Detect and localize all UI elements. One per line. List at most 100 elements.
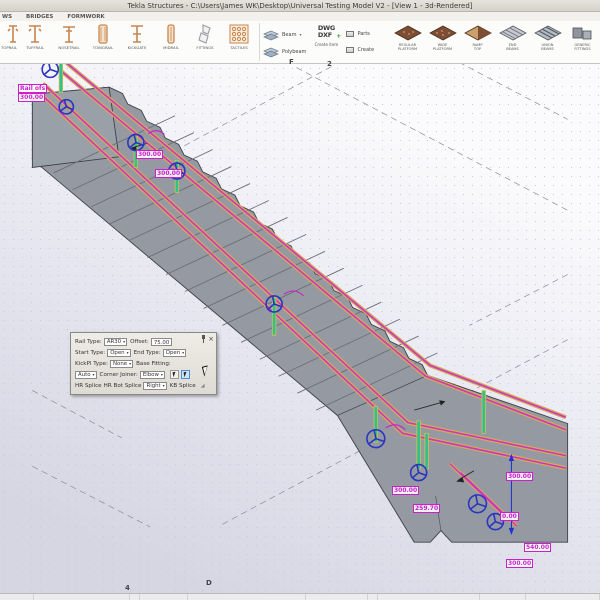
start-type-select[interactable]: Open▾ <box>107 348 131 357</box>
corner-joiner-select[interactable]: Elbow▾ <box>139 370 165 379</box>
polybeam-icon <box>263 47 279 57</box>
dim-label[interactable]: 300.00 <box>506 559 534 568</box>
fittings-icon <box>198 24 211 44</box>
end-beams-icon <box>498 25 527 41</box>
dim-label[interactable]: 300.00 <box>392 486 420 495</box>
create-item-button[interactable]: DWG DXF + Create item <box>306 21 346 47</box>
manipulator-gizmos[interactable] <box>41 64 505 531</box>
tuffrail-button[interactable]: TUFFRAIL <box>18 21 52 63</box>
close-icon[interactable]: × <box>208 334 214 343</box>
kickpl-type-select[interactable]: None▾ <box>109 359 134 368</box>
resize-grip-icon[interactable]: ◢ <box>200 382 205 389</box>
pick-button-hovered[interactable] <box>180 370 190 379</box>
plus-icon: + <box>336 32 341 40</box>
dim-label[interactable]: 0.00 <box>500 512 519 521</box>
midrail-button[interactable]: MIDRAIL <box>154 21 188 63</box>
start-type-label: Start Type: <box>75 349 106 356</box>
gizmo <box>486 512 505 531</box>
tactiles-button[interactable]: TACTILES <box>222 21 256 63</box>
toprail-icon <box>7 25 18 43</box>
create-item-label: Create item <box>314 42 339 47</box>
slab-corner-edge <box>435 495 442 531</box>
pick-button[interactable] <box>169 370 179 379</box>
offset-label: Offset: <box>130 338 149 345</box>
polybeam-label: Polybeam <box>282 48 307 55</box>
gizmo <box>409 463 428 482</box>
tool-label: KICKGATE <box>127 45 147 50</box>
kb-splice-label: KB Splice <box>169 382 196 389</box>
dim-label[interactable]: 540.00 <box>524 543 552 552</box>
toolbar: TOPRAIL TUFFRAIL NOSETRAIL TOINGRAIL KIC… <box>0 21 600 64</box>
tool-label: TACTILES <box>230 45 248 50</box>
dim-label[interactable]: 259.70 <box>413 504 441 513</box>
gizmo <box>58 98 75 115</box>
beam-button[interactable]: Beam ▾ <box>263 26 306 43</box>
nosetrail-button[interactable]: NOSETRAIL <box>52 21 86 63</box>
model-canvas[interactable] <box>0 64 600 593</box>
gizmo <box>366 428 386 449</box>
create-label: Create <box>357 47 375 53</box>
beam-label: Beam <box>282 31 297 38</box>
tool-label: FITTINGS <box>196 45 214 50</box>
beam-dropdown-caret[interactable]: ▾ <box>299 32 302 37</box>
nosetrail-icon <box>63 26 75 43</box>
dim-label[interactable]: 300.00 <box>506 472 534 481</box>
dim-label[interactable]: 300.00 <box>18 93 46 102</box>
grid-label-f: F <box>289 58 294 66</box>
tool-label: NOSETRAIL <box>58 45 80 50</box>
gizmo <box>41 64 60 79</box>
fittings-button[interactable]: FITTINGS <box>188 21 222 63</box>
window-title: Tekla Structures - C:\Users\James WK\Des… <box>127 2 473 10</box>
ribbon-tabs: WS BRIDGES FORMWORK <box>0 12 600 21</box>
tuffrail-icon <box>28 25 42 43</box>
kickpl-type-label: KickPl Type: <box>75 360 108 367</box>
tool-label: TUFFRAIL <box>26 45 44 50</box>
generic-fittings-icon <box>572 27 591 40</box>
tab-formwork[interactable]: FORMWORK <box>67 13 105 20</box>
create-button[interactable]: Create <box>346 42 374 58</box>
pin-icon[interactable] <box>201 335 206 343</box>
dwg-dxf-icon: DWG DXF + <box>317 24 341 40</box>
parts-button[interactable]: Parts <box>346 26 374 42</box>
create-icon <box>346 47 355 53</box>
grid-label-2: 2 <box>327 60 332 68</box>
toingrail-button[interactable]: TOINGRAIL <box>86 21 120 63</box>
toingrail-icon <box>98 24 108 44</box>
rail-type-select[interactable]: AR30▾ <box>103 337 128 346</box>
hr-bot-splice-select[interactable]: Right▾ <box>143 381 167 390</box>
3d-viewport[interactable]: F 2 4 D Rail ofs 300.00 300.00 300.00 30… <box>0 58 600 593</box>
offset-input[interactable]: 75.00 <box>150 337 173 346</box>
landing-edge <box>337 375 428 416</box>
kickgate-button[interactable]: KICKGATE <box>120 21 154 63</box>
tab-views[interactable]: WS <box>2 13 13 20</box>
end-type-select[interactable]: Open▾ <box>162 348 187 357</box>
toprail-button[interactable]: TOPRAIL <box>0 21 18 63</box>
title-bar: Tekla Structures - C:\Users\James WK\Des… <box>0 0 600 12</box>
dim-label-rail-ofs[interactable]: Rail ofs <box>18 84 48 93</box>
parts-create-group: Parts Create <box>346 21 374 63</box>
gizmo <box>467 494 488 514</box>
grid-label-d: D <box>206 579 212 587</box>
corner-joiner-label: Corner Joiner: <box>99 371 138 378</box>
regular-platform-icon <box>393 25 422 41</box>
parts-label: Parts <box>357 31 370 37</box>
tab-bridges[interactable]: BRIDGES <box>26 13 54 20</box>
wide-platform-icon <box>428 25 457 41</box>
end-type-label: End Type: <box>133 349 161 356</box>
polybeam-button[interactable]: Polybeam <box>263 43 306 60</box>
rail-properties-dialog[interactable]: × Rail Type: AR30▾ Offset: 75.00 Start T… <box>70 332 217 395</box>
gizmo <box>265 295 283 313</box>
dim-label[interactable]: 300.00 <box>136 150 164 159</box>
rail-type-label: Rail Type: <box>75 338 102 345</box>
rotate-arc-handles[interactable] <box>147 130 406 431</box>
base-fitting-label: Base Fitting: <box>136 360 171 367</box>
auto-select[interactable]: Auto▾ <box>75 370 97 379</box>
dim-label[interactable]: 300.00 <box>155 169 183 178</box>
